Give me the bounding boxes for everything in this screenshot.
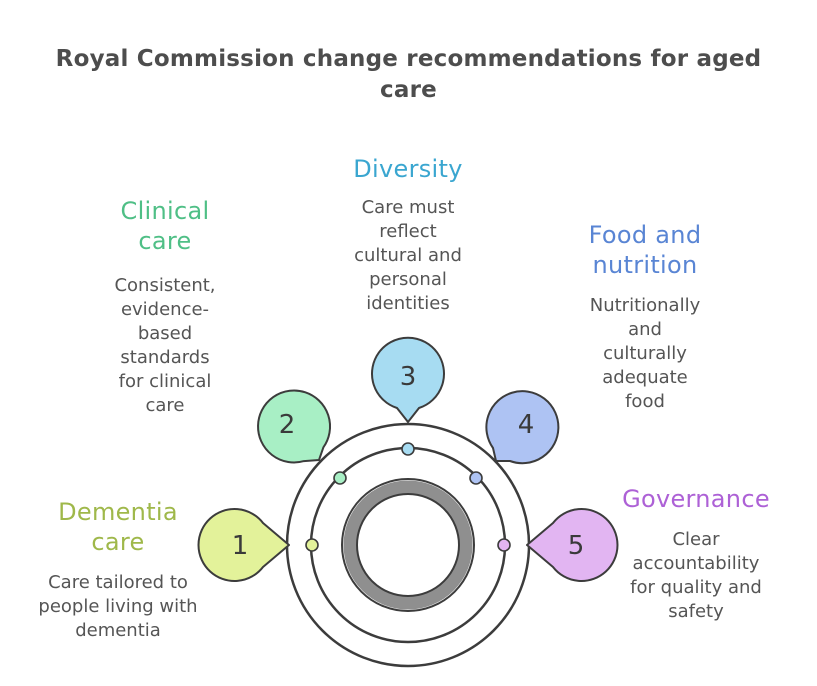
heading-line: Dementia <box>58 498 178 526</box>
bubble-2: 2 <box>257 389 331 464</box>
description-line: and <box>628 319 662 340</box>
bubble-3-shape <box>371 336 445 423</box>
item-heading-governance: Governance <box>606 484 786 514</box>
description-line: accountability <box>632 553 760 574</box>
bubble-1: 1 <box>197 508 290 582</box>
heading-line: Diversity <box>353 155 463 183</box>
description-line: dementia <box>75 620 161 641</box>
bubble-1-number: 1 <box>232 531 249 561</box>
description-line: standards <box>120 347 210 368</box>
description-line: evidence- <box>120 299 210 320</box>
inner-ring <box>341 478 475 612</box>
item-description-food: Nutritionally and culturally adequate food <box>580 294 710 414</box>
bubble-4-number: 4 <box>518 410 535 440</box>
description-line: Nutritionally <box>589 295 701 316</box>
inner-band <box>343 480 473 610</box>
description-line: for clinical <box>118 371 212 392</box>
bubble-4-shape <box>485 390 560 465</box>
dot-2 <box>333 471 347 485</box>
bubble-1-shape <box>197 508 290 582</box>
description-line: identities <box>366 293 450 314</box>
core-ring <box>356 493 460 597</box>
bubble-5-number: 5 <box>568 531 585 561</box>
heading-line: care <box>91 528 145 556</box>
description-line: reflect <box>379 221 437 242</box>
description-line: personal <box>369 269 447 290</box>
description-line: Consistent, <box>114 275 216 296</box>
item-description-diversity: Care must reflect cultural and personal iden… <box>343 196 473 316</box>
description-line: care <box>145 395 185 416</box>
bubble-4: 4 <box>485 390 560 465</box>
description-line: adequate <box>602 367 688 388</box>
item-description-clinical: Consistent, evidence-based standards for cl… <box>106 274 224 418</box>
bubble-2-shape <box>257 389 331 464</box>
description-line: cultural and <box>354 245 462 266</box>
dot-3 <box>401 442 415 456</box>
bubble-3-number: 3 <box>400 362 417 392</box>
description-line: food <box>625 391 665 412</box>
item-block-diversity: Diversity Care must reflect cultural and pe… <box>318 154 498 316</box>
dot-4 <box>469 471 483 485</box>
bubble-5: 5 <box>526 508 619 582</box>
description-line: Care must <box>361 197 455 218</box>
description-line: Clear <box>672 529 720 550</box>
item-heading-diversity: Diversity <box>318 154 498 184</box>
description-line: Care tailored to <box>48 572 188 593</box>
bubble-2-number: 2 <box>279 410 296 440</box>
heading-line: Food and <box>588 221 702 249</box>
bubble-5-shape <box>526 508 619 582</box>
heading-line: care <box>138 227 192 255</box>
description-line: based <box>137 323 193 344</box>
description-line: people living with <box>38 596 198 617</box>
description-line: safety <box>668 601 724 622</box>
page-title: Royal Commission change recommendations … <box>55 46 762 103</box>
bubble-3: 3 <box>371 336 445 423</box>
item-description-governance: Clear accountability for quality and safety <box>611 528 781 624</box>
item-block-governance: Governance Clear accountability for qualit… <box>606 484 786 624</box>
dot-5 <box>497 538 511 552</box>
dot-1 <box>305 538 319 552</box>
heading-line: Clinical <box>120 197 210 225</box>
description-line: culturally <box>603 343 687 364</box>
heading-line: nutrition <box>592 251 698 279</box>
item-description-dementia: Care tailored to people living with dement… <box>23 571 213 643</box>
heading-line: Governance <box>622 485 770 513</box>
description-line: for quality and <box>630 577 762 598</box>
